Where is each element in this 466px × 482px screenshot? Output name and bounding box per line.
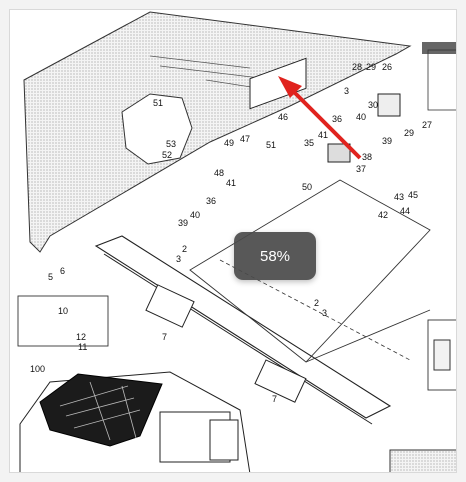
callout-label: 2 bbox=[314, 298, 319, 308]
exploded-parts-diagram: 51 53 52 49 47 46 51 35 41 36 38 37 28 2… bbox=[17, 11, 456, 472]
floor-panel-cutout bbox=[121, 93, 193, 165]
callout-label: 36 bbox=[332, 114, 342, 124]
callout-label: 53 bbox=[166, 139, 176, 149]
callout-label: 51 bbox=[266, 140, 276, 150]
callout-label: 50 bbox=[302, 182, 312, 192]
callout-label: 26 bbox=[382, 62, 392, 72]
callout-label: 30 bbox=[368, 100, 378, 110]
callout-label: 28 bbox=[352, 62, 362, 72]
callout-label: 40 bbox=[190, 210, 200, 220]
callout-label: 42 bbox=[378, 210, 388, 220]
floor-panel bbox=[23, 11, 412, 253]
callout-label: 49 bbox=[224, 138, 234, 148]
detail-box-left bbox=[17, 295, 109, 347]
callout-label: 41 bbox=[318, 130, 328, 140]
highlight-arrow-head bbox=[278, 76, 302, 98]
callout-label: 6 bbox=[60, 266, 65, 276]
cross-frame bbox=[189, 179, 431, 363]
callout-label: 100 bbox=[30, 364, 45, 374]
battery-grid bbox=[39, 373, 163, 447]
callout-label: 7 bbox=[272, 394, 277, 404]
callout-label: 44 bbox=[400, 206, 410, 216]
callout-label: 40 bbox=[356, 112, 366, 122]
callout-label: 5 bbox=[48, 272, 53, 282]
callout-label: 35 bbox=[304, 138, 314, 148]
frame-rail bbox=[94, 235, 392, 419]
callout-label: 39 bbox=[382, 136, 392, 146]
callout-label: 45 bbox=[408, 190, 418, 200]
callout-label: 12 bbox=[76, 332, 86, 342]
callout-label: 47 bbox=[240, 134, 250, 144]
callout-label: 37 bbox=[356, 164, 366, 174]
zoom-level-toast: 58% bbox=[234, 232, 316, 280]
callout-label: 3 bbox=[344, 86, 349, 96]
highlight-arrow bbox=[286, 84, 362, 160]
callout-label: 41 bbox=[226, 178, 236, 188]
callout-label: 3 bbox=[322, 308, 327, 318]
callout-label: 7 bbox=[162, 332, 167, 342]
callout-label: 52 bbox=[162, 150, 172, 160]
callout-label: 2 bbox=[182, 244, 187, 254]
callout-label: 43 bbox=[394, 192, 404, 202]
callout-label: 48 bbox=[214, 168, 224, 178]
callout-label: 3 bbox=[176, 254, 181, 264]
callout-label: 46 bbox=[278, 112, 288, 122]
image-canvas[interactable]: 51 53 52 49 47 46 51 35 41 36 38 37 28 2… bbox=[9, 9, 457, 473]
callout-label: 29 bbox=[404, 128, 414, 138]
callout-label: 29 bbox=[366, 62, 376, 72]
callout-label: 51 bbox=[153, 98, 163, 108]
callout-label: 27 bbox=[422, 120, 432, 130]
callout-label: 10 bbox=[58, 306, 68, 316]
callout-label: 39 bbox=[178, 218, 188, 228]
callout-label: 36 bbox=[206, 196, 216, 206]
callout-label: 38 bbox=[362, 152, 372, 162]
callout-label: 11 bbox=[78, 342, 87, 352]
